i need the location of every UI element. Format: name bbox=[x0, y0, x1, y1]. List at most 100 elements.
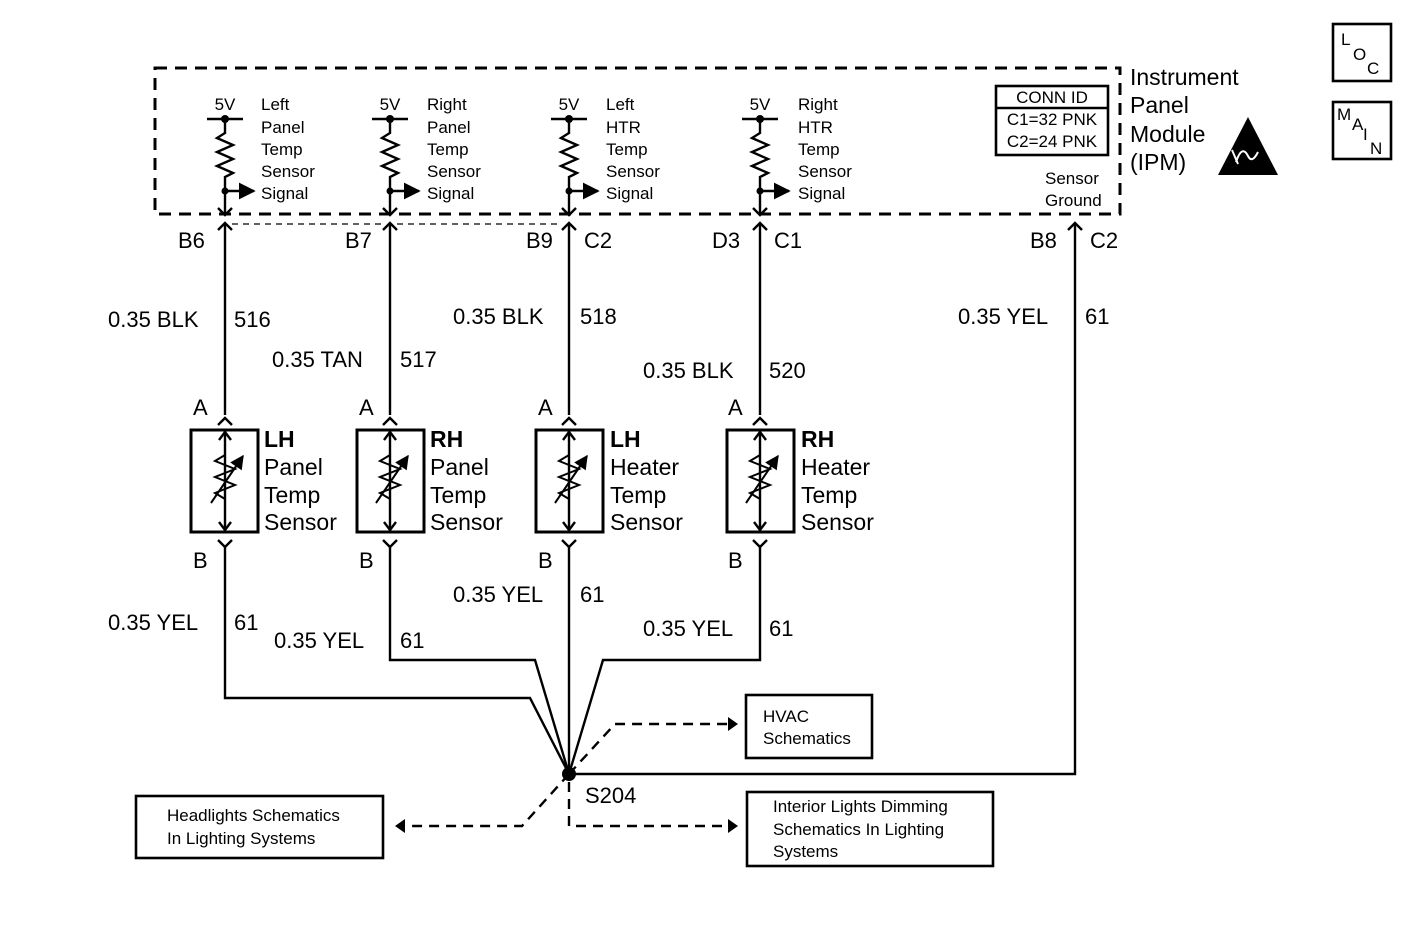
wire-color-label: 0.35 TAN bbox=[272, 347, 363, 372]
pin-label: B6 bbox=[178, 228, 205, 253]
reference-links bbox=[395, 717, 738, 833]
circuit-left-heater: 5V Left HTR Temp Sensor Signal B9 C2 0.3… bbox=[453, 95, 683, 774]
conn-id-row: C2=24 PNK bbox=[1007, 132, 1098, 151]
sensor-name: LH bbox=[610, 426, 641, 452]
circuit-number-label: 516 bbox=[234, 307, 271, 332]
sensor-name: Sensor bbox=[430, 509, 503, 535]
conn-id-title: CONN ID bbox=[1016, 88, 1088, 107]
svg-text:A: A bbox=[1352, 115, 1364, 134]
svg-text:HVAC: HVAC bbox=[763, 707, 809, 726]
internal-label: Right bbox=[798, 95, 838, 114]
svg-text:Systems: Systems bbox=[773, 842, 838, 861]
svg-text:N: N bbox=[1370, 139, 1382, 158]
module-name: Instrument Panel Module (IPM) bbox=[1130, 64, 1239, 175]
sensor-ground-label: Sensor bbox=[1045, 169, 1099, 188]
pin-label: B bbox=[359, 548, 374, 573]
pin-label: D3 bbox=[712, 228, 740, 253]
wire-color-label: 0.35 YEL bbox=[453, 582, 543, 607]
svg-text:O: O bbox=[1353, 45, 1366, 64]
internal-label: Signal bbox=[606, 184, 653, 203]
loc-badge[interactable]: L O C bbox=[1331, 22, 1393, 83]
svg-text:Schematics: Schematics bbox=[763, 729, 851, 748]
internal-label: Sensor bbox=[261, 162, 315, 181]
svg-text:Headlights Schematics: Headlights Schematics bbox=[167, 806, 340, 825]
internal-label: Signal bbox=[261, 184, 308, 203]
sensor-name: Panel bbox=[264, 454, 323, 480]
wire-color-label: 0.35 YEL bbox=[643, 616, 733, 641]
pin-label: B9 bbox=[526, 228, 553, 253]
module-name-line: (IPM) bbox=[1130, 149, 1186, 175]
sensor-name: Temp bbox=[610, 482, 666, 508]
circuit-right-heater: 5V Right HTR Temp Sensor Signal D3 C1 0.… bbox=[567, 95, 874, 775]
internal-label: Left bbox=[261, 95, 290, 114]
module-name-line: Panel bbox=[1130, 92, 1189, 118]
internal-label: Signal bbox=[427, 184, 474, 203]
internal-label: HTR bbox=[606, 118, 641, 137]
pin-label: B bbox=[538, 548, 553, 573]
module-name-line: Instrument bbox=[1130, 64, 1239, 90]
wire-color-label: 0.35 BLK bbox=[643, 358, 734, 383]
circuit-number-label: 61 bbox=[580, 582, 604, 607]
sensor-ground-label: Ground bbox=[1045, 191, 1102, 210]
headlights-schematics-link[interactable]: Headlights Schematics In Lighting System… bbox=[134, 794, 385, 860]
circuit-number-label: 61 bbox=[769, 616, 793, 641]
internal-label: Temp bbox=[427, 140, 469, 159]
svg-text:C: C bbox=[1367, 59, 1379, 78]
connector-label: C2 bbox=[1090, 228, 1118, 253]
wire-color-label: 0.35 BLK bbox=[453, 304, 544, 329]
circuit-right-panel: 5V Right Panel Temp Sensor Signal B7 0.3… bbox=[232, 95, 571, 775]
conn-id-table: CONN ID C1=32 PNK C2=24 PNK bbox=[994, 84, 1110, 157]
wire-color-label: 0.35 YEL bbox=[108, 610, 198, 635]
internal-label: Panel bbox=[427, 118, 470, 137]
supply-5v-label: 5V bbox=[215, 95, 236, 114]
circuit-number-label: 61 bbox=[234, 610, 258, 635]
connector-label: C1 bbox=[774, 228, 802, 253]
sensor-name: Sensor bbox=[610, 509, 683, 535]
svg-text:Interior Lights Dimming: Interior Lights Dimming bbox=[773, 797, 948, 816]
internal-label: Right bbox=[427, 95, 467, 114]
module-outline bbox=[153, 66, 1122, 216]
circuit-sensor-ground: B8 C2 0.35 YEL 61 bbox=[569, 221, 1118, 776]
sensor-name: Heater bbox=[801, 454, 870, 480]
circuit-number-label: 517 bbox=[400, 347, 437, 372]
internal-label: Left bbox=[606, 95, 635, 114]
pin-label: A bbox=[359, 395, 374, 420]
internal-label: Panel bbox=[261, 118, 304, 137]
interior-lights-dimming-link[interactable]: Interior Lights Dimming Schematics In Li… bbox=[745, 790, 995, 868]
sensor-name: Temp bbox=[801, 482, 857, 508]
pin-label: B8 bbox=[1030, 228, 1057, 253]
internal-label: Sensor bbox=[427, 162, 481, 181]
svg-text:Schematics In Lighting: Schematics In Lighting bbox=[773, 820, 944, 839]
svg-text:In Lighting Systems: In Lighting Systems bbox=[167, 829, 315, 848]
internal-label: Sensor bbox=[798, 162, 852, 181]
esd-warning-icon bbox=[1218, 117, 1278, 175]
pin-label: B7 bbox=[345, 228, 372, 253]
main-badge[interactable]: M A I N bbox=[1331, 100, 1393, 161]
pin-label: A bbox=[728, 395, 743, 420]
circuit-number-label: 518 bbox=[580, 304, 617, 329]
supply-5v-label: 5V bbox=[750, 95, 771, 114]
sensor-name: Temp bbox=[264, 482, 320, 508]
svg-text:M: M bbox=[1337, 105, 1351, 124]
pin-label: B bbox=[193, 548, 208, 573]
circuit-number-label: 520 bbox=[769, 358, 806, 383]
circuit-number-label: 61 bbox=[1085, 304, 1109, 329]
sensor-name: Panel bbox=[430, 454, 489, 480]
wire-color-label: 0.35 YEL bbox=[958, 304, 1048, 329]
sensor-name: Sensor bbox=[801, 509, 874, 535]
pin-label: A bbox=[538, 395, 553, 420]
supply-5v-label: 5V bbox=[380, 95, 401, 114]
sensor-name: Heater bbox=[610, 454, 679, 480]
hvac-schematics-link[interactable]: HVAC Schematics bbox=[744, 693, 874, 760]
internal-label: Signal bbox=[798, 184, 845, 203]
svg-text:I: I bbox=[1363, 125, 1368, 144]
internal-label: Temp bbox=[798, 140, 840, 159]
sensor-name: Sensor bbox=[264, 509, 337, 535]
conn-id-row: C1=32 PNK bbox=[1007, 110, 1098, 129]
wire-color-label: 0.35 YEL bbox=[274, 628, 364, 653]
pin-label: B bbox=[728, 548, 743, 573]
module-name-line: Module bbox=[1130, 121, 1205, 147]
internal-label: Sensor bbox=[606, 162, 660, 181]
circuit-number-label: 61 bbox=[400, 628, 424, 653]
sensor-name: LH bbox=[264, 426, 295, 452]
